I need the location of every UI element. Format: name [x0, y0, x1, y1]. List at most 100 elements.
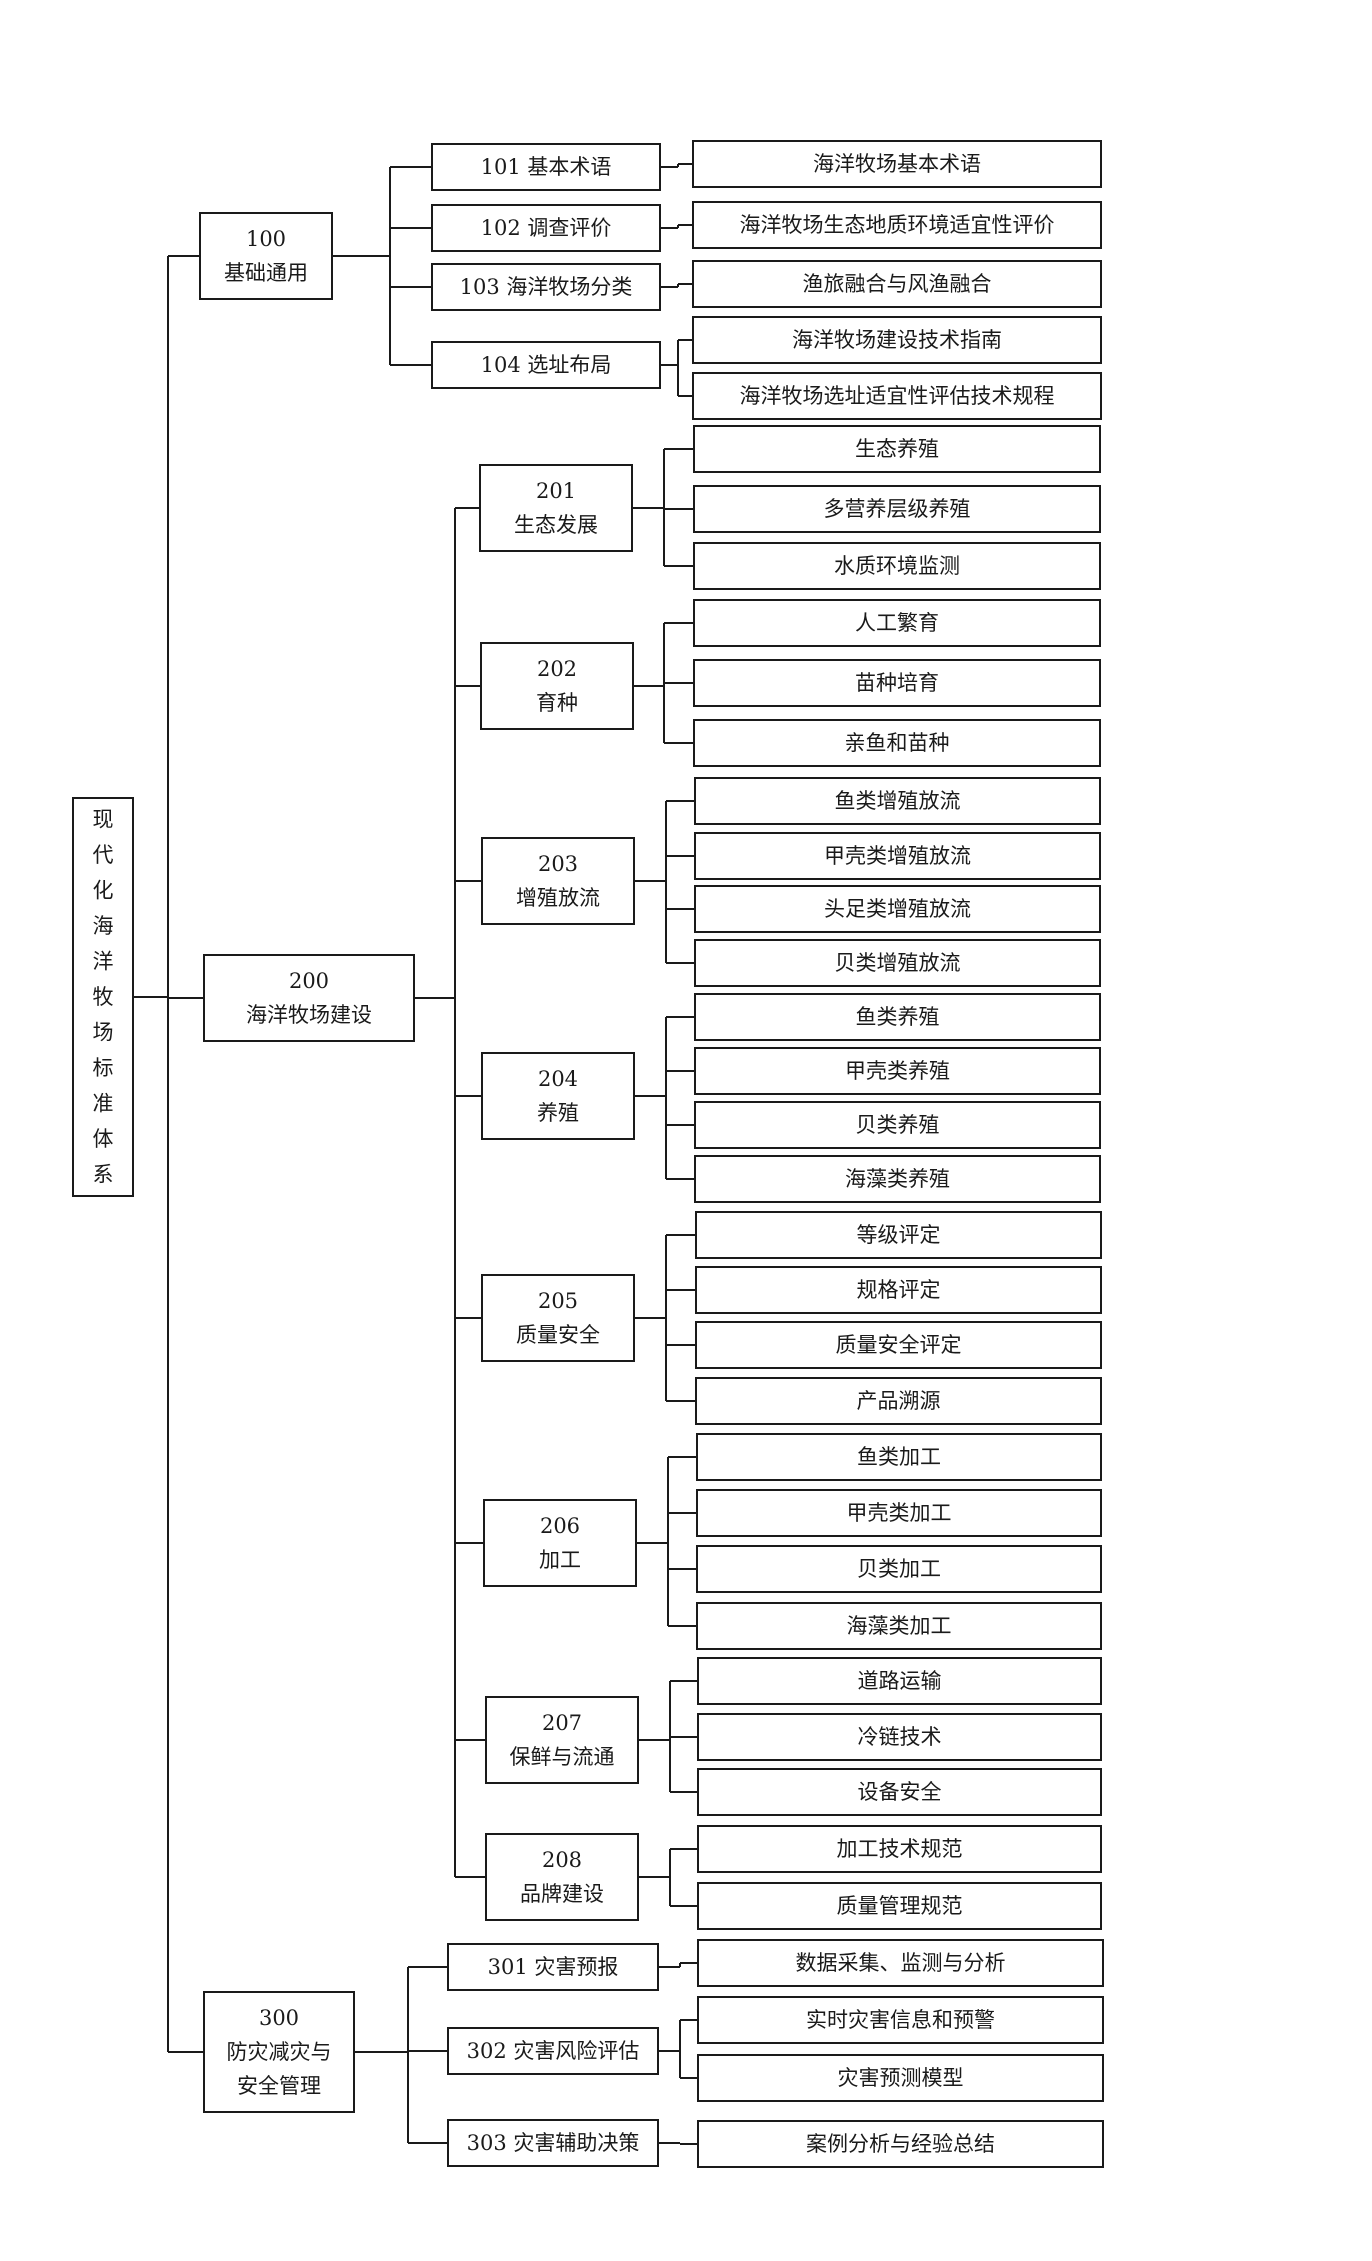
subcategory-203-frame	[481, 837, 635, 925]
standard-item: 海藻类养殖	[694, 1155, 1101, 1203]
subcategory-206-label: 加工	[539, 1548, 581, 1572]
category-300-label: 安全管理	[237, 2074, 321, 2098]
standard-item-label: 规格评定	[857, 1278, 941, 1302]
standard-item-frame	[693, 659, 1101, 707]
standard-item-frame	[692, 260, 1102, 308]
standard-item-label: 等级评定	[857, 1223, 941, 1247]
standard-item: 生态养殖	[693, 425, 1101, 473]
standard-item: 道路运输	[697, 1657, 1102, 1705]
standard-item-frame	[696, 1489, 1102, 1537]
standard-item-label: 鱼类加工	[857, 1445, 941, 1469]
standard-item: 渔旅融合与风渔融合	[692, 260, 1102, 308]
standard-item-label: 渔旅融合与风渔融合	[803, 272, 992, 296]
subcategory-206-label: 206	[540, 1514, 580, 1538]
standard-item-label: 贝类养殖	[856, 1113, 940, 1137]
standard-item-label: 甲壳类增殖放流	[824, 844, 971, 868]
standard-item-label: 甲壳类养殖	[845, 1059, 950, 1083]
standard-item-label: 海洋牧场选址适宜性评估技术规程	[740, 384, 1055, 408]
subcategory-302: 302 灾害风险评估	[447, 2027, 659, 2075]
standard-item-label: 甲壳类加工	[847, 1501, 952, 1525]
root-node-label: 牧	[93, 985, 114, 1009]
root-node-label: 现	[93, 808, 114, 832]
subcategory-103-label: 103 海洋牧场分类	[460, 275, 633, 299]
subcategory-301: 301 灾害预报	[447, 1943, 659, 1991]
subcategory-207: 207 保鲜与流通	[485, 1696, 639, 1784]
subcategory-203-label: 203	[538, 852, 578, 876]
standard-item-label: 头足类增殖放流	[824, 897, 971, 921]
standard-item: 甲壳类养殖	[694, 1047, 1101, 1095]
standard-item-frame	[694, 939, 1101, 987]
standard-item-frame	[696, 1602, 1102, 1650]
standard-item-frame	[694, 777, 1101, 825]
standard-item-frame	[692, 201, 1102, 249]
connector-lines	[133, 163, 698, 2145]
standard-item: 等级评定	[695, 1211, 1102, 1259]
standard-item-label: 苗种培育	[855, 671, 939, 695]
category-100-label: 100	[246, 227, 286, 251]
node-boxes: 现代化海洋牧场标准体系100基础通用101 基本术语海洋牧场基本术语102 调查…	[72, 140, 1104, 2168]
standard-item-frame	[697, 1768, 1102, 1816]
subcategory-205-label: 205	[538, 1289, 578, 1313]
category-300-label: 300	[259, 2006, 299, 2030]
subcategory-202-label: 202	[537, 657, 577, 681]
subcategory-103-frame	[431, 263, 661, 311]
standard-item-label: 质量安全评定	[836, 1333, 962, 1357]
standard-item-frame	[694, 885, 1101, 933]
category-200-label: 海洋牧场建设	[246, 1003, 372, 1027]
standard-item-label: 海洋牧场基本术语	[813, 152, 981, 176]
standard-item-label: 鱼类养殖	[856, 1005, 940, 1029]
standard-item: 多营养层级养殖	[693, 485, 1101, 533]
standard-item-frame	[697, 2054, 1104, 2102]
subcategory-207-label: 207	[542, 1711, 582, 1735]
standard-item-frame	[696, 1433, 1102, 1481]
standard-item: 头足类增殖放流	[694, 885, 1101, 933]
category-100: 100 基础通用	[199, 212, 333, 300]
standard-item-frame	[694, 1047, 1101, 1095]
standard-item-frame	[697, 1713, 1102, 1761]
standard-item: 海洋牧场生态地质环境适宜性评价	[692, 201, 1102, 249]
standard-item-label: 道路运输	[858, 1669, 942, 1693]
subcategory-201-frame	[479, 464, 633, 552]
standard-item-frame	[693, 542, 1101, 590]
standard-item-label: 设备安全	[858, 1780, 942, 1804]
subcategory-102-label: 102 调查评价	[481, 216, 612, 240]
standard-item: 海藻类加工	[696, 1602, 1102, 1650]
subcategory-201-label: 生态发展	[514, 513, 598, 537]
root-node-label: 系	[93, 1163, 114, 1187]
standard-item-label: 案例分析与经验总结	[806, 2132, 995, 2156]
standard-item: 甲壳类加工	[696, 1489, 1102, 1537]
subcategory-102-frame	[431, 204, 661, 252]
standard-item: 鱼类养殖	[694, 993, 1101, 1041]
subcategory-207-label: 保鲜与流通	[510, 1745, 615, 1769]
standard-item-label: 海藻类养殖	[845, 1167, 950, 1191]
standard-item: 海洋牧场基本术语	[692, 140, 1102, 188]
standard-item-frame	[693, 719, 1101, 767]
standard-item-frame	[693, 599, 1101, 647]
subcategory-303-label: 303 灾害辅助决策	[467, 2131, 640, 2155]
standard-item-frame	[696, 1545, 1102, 1593]
standard-item: 水质环境监测	[693, 542, 1101, 590]
subcategory-303-frame	[447, 2119, 659, 2167]
subcategory-204-frame	[481, 1052, 635, 1140]
category-100-label: 基础通用	[224, 261, 308, 285]
standard-item-label: 贝类加工	[857, 1557, 941, 1581]
standard-item-label: 贝类增殖放流	[835, 951, 961, 975]
standard-item-label: 人工繁育	[855, 611, 939, 635]
subcategory-207-frame	[485, 1696, 639, 1784]
root-node-label: 标	[93, 1056, 114, 1080]
standard-item-frame	[694, 1101, 1101, 1149]
root-node-label: 化	[93, 879, 114, 903]
standard-item: 数据采集、监测与分析	[697, 1939, 1104, 1987]
standard-item-label: 数据采集、监测与分析	[796, 1951, 1006, 1975]
subcategory-208-frame	[485, 1833, 639, 1921]
standard-item: 贝类养殖	[694, 1101, 1101, 1149]
standard-item-frame	[695, 1211, 1102, 1259]
subcategory-208-label: 208	[542, 1848, 582, 1872]
standard-item: 质量安全评定	[695, 1321, 1102, 1369]
standard-item-label: 多营养层级养殖	[824, 497, 971, 521]
